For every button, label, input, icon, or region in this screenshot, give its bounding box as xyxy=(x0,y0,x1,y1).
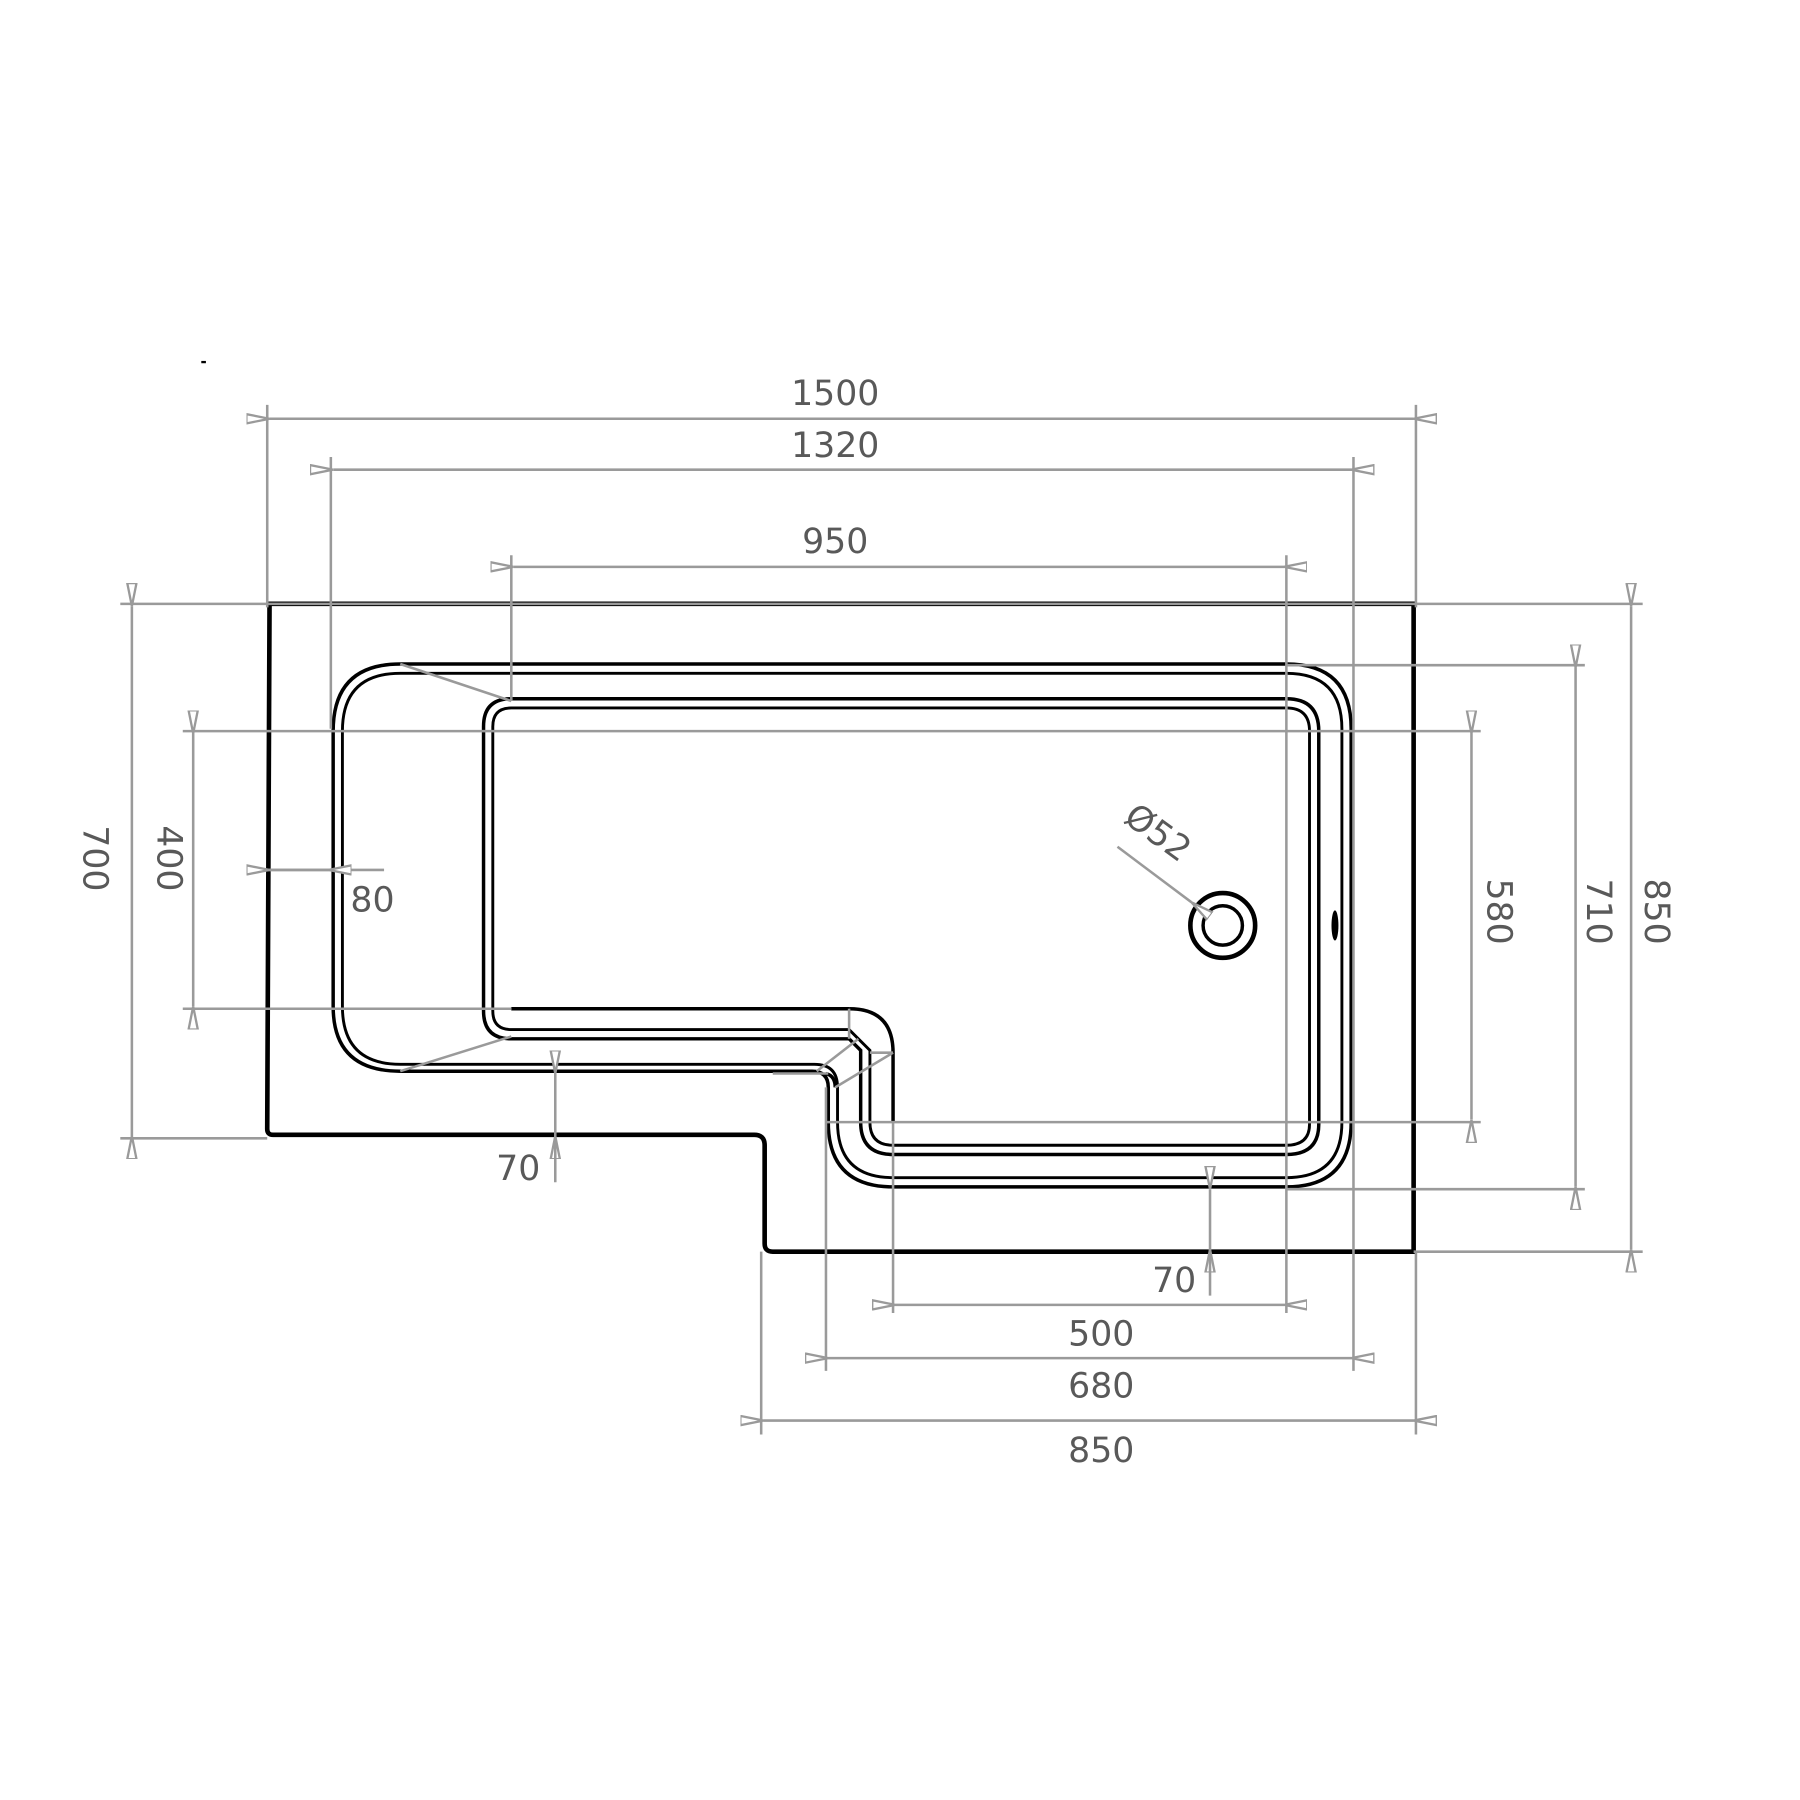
extension-lines xyxy=(120,404,1643,1435)
drain-icon xyxy=(1188,890,1258,961)
dim-rim-left: 80 xyxy=(350,881,394,921)
dim-overall-depth-right: 850 xyxy=(1636,878,1676,944)
dim-rim-inner-length: 1320 xyxy=(791,426,879,466)
dim-rim-front-right: 70 xyxy=(1152,1261,1196,1301)
dim-drain-diameter: Ø52 xyxy=(1117,796,1198,870)
bath-basin-outline xyxy=(481,696,1321,1157)
dim-overall-length: 1500 xyxy=(791,374,879,414)
dim-shower-rim-width: 680 xyxy=(1068,1366,1134,1406)
bath-rim-outer xyxy=(331,662,1353,1189)
dim-floor-length: 950 xyxy=(802,522,868,562)
dim-shower-floor-width: 500 xyxy=(1068,1314,1134,1354)
dimension-lines xyxy=(132,419,1631,1421)
dim-overall-width-left: 700 xyxy=(74,825,114,891)
transition-lines xyxy=(399,662,894,1089)
bath-outline xyxy=(264,601,1416,1254)
dim-floor-depth-right: 580 xyxy=(1479,878,1519,944)
overflow-icon xyxy=(1331,910,1339,941)
dim-shower-end-width: 850 xyxy=(1068,1431,1134,1471)
dim-floor-width-left: 400 xyxy=(148,825,188,891)
dim-rim-front-left: 70 xyxy=(496,1149,540,1189)
dim-rim-depth-right: 710 xyxy=(1578,878,1618,944)
